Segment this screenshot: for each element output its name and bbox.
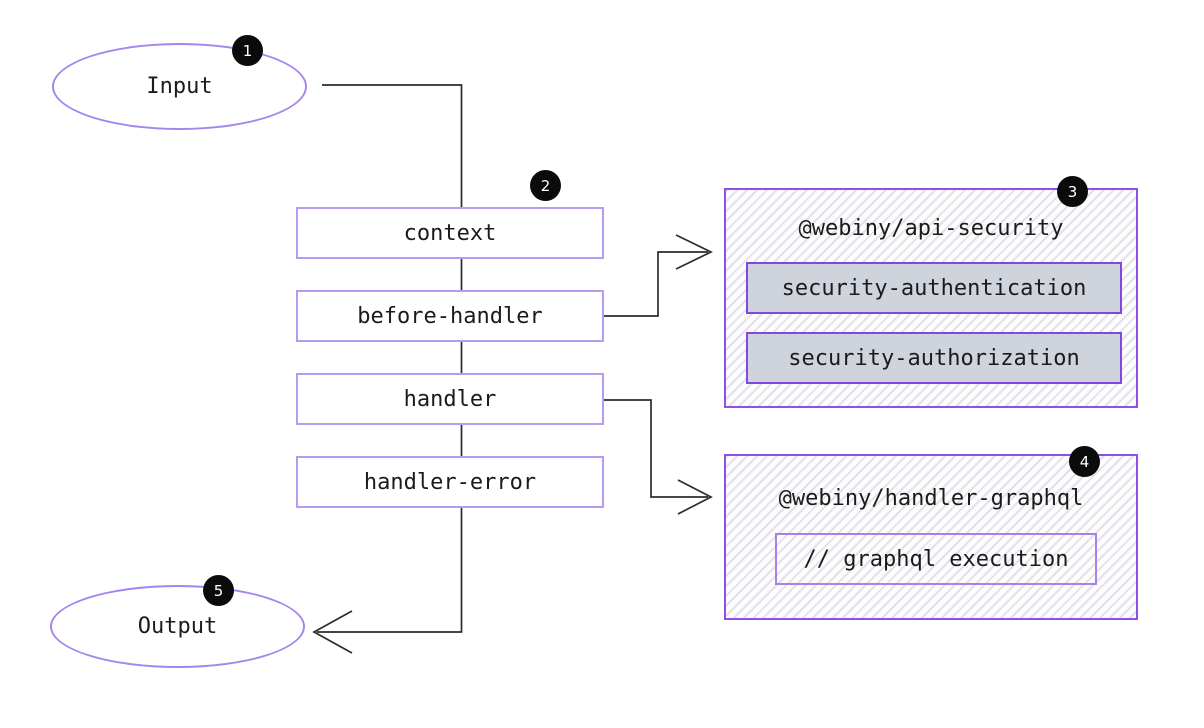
badge-input: 1 xyxy=(232,35,263,66)
arrowhead-into-handler-graphql xyxy=(677,479,713,515)
node-handler-error: handler-error xyxy=(296,456,604,508)
node-handler-label: handler xyxy=(403,386,497,412)
graphql-execution-box: // graphql execution xyxy=(775,533,1097,585)
line-handler-to-handler-graphql xyxy=(604,399,708,498)
node-input: Input xyxy=(52,43,307,130)
arrowhead-into-output xyxy=(312,610,353,654)
badge-api-security: 3 xyxy=(1057,176,1088,207)
package-api-security: @webiny/api-security security-authentica… xyxy=(724,188,1138,408)
badge-handler-graphql: 4 xyxy=(1069,446,1100,477)
badge-output: 5 xyxy=(203,575,234,606)
node-handler: handler xyxy=(296,373,604,425)
plugin-security-authorization: security-authorization xyxy=(746,332,1122,384)
node-context: context xyxy=(296,207,604,259)
node-before-handler-label: before-handler xyxy=(357,303,543,329)
node-output-label: Output xyxy=(137,614,218,639)
line-before-handler-to-api-security xyxy=(604,251,708,317)
badge-context: 2 xyxy=(530,170,561,201)
graphql-execution-label: // graphql execution xyxy=(803,546,1069,572)
plugin-security-authorization-label: security-authorization xyxy=(788,345,1080,371)
plugin-security-authentication: security-authentication xyxy=(746,262,1122,314)
plugin-security-authentication-label: security-authentication xyxy=(781,275,1087,301)
node-context-label: context xyxy=(403,220,497,246)
node-before-handler: before-handler xyxy=(296,290,604,342)
package-handler-graphql: @webiny/handler-graphql // graphql execu… xyxy=(724,454,1138,620)
arrowhead-into-api-security xyxy=(675,234,713,270)
package-api-security-title: @webiny/api-security xyxy=(798,216,1064,241)
node-input-label: Input xyxy=(146,74,213,99)
package-handler-graphql-title: @webiny/handler-graphql xyxy=(778,486,1084,511)
node-output: Output xyxy=(50,585,305,668)
node-handler-error-label: handler-error xyxy=(363,469,537,495)
flow-line-input-to-output xyxy=(317,84,463,633)
